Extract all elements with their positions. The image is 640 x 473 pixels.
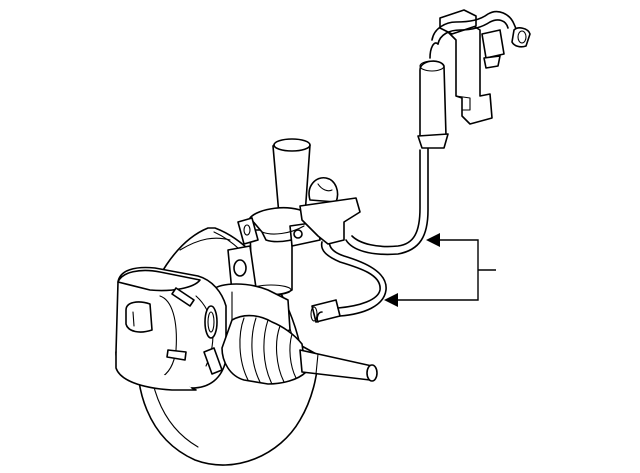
harness-bracket [417,9,525,149]
axle-cv-boot [203,314,307,385]
hose-fitting [310,299,341,323]
brake-caliper [115,266,227,391]
drive-shaft [299,349,378,382]
abs-sensor-wire [299,147,429,317]
wire-connector [511,27,531,48]
callout-leaders [384,233,496,307]
arrow-wire-harness [426,233,440,247]
strut-clamp [237,206,321,247]
arrow-sensor-connector [384,293,398,307]
